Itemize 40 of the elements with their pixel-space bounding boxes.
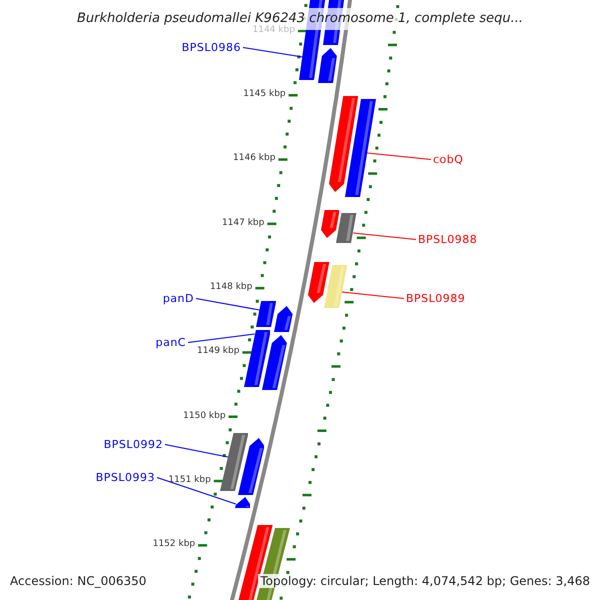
scale-label: 1150 kbp [183, 410, 226, 422]
gene-bar [244, 330, 270, 387]
gene-label: BPSL0988 [418, 233, 478, 246]
leader-line [352, 232, 416, 240]
gene-label: cobQ [433, 153, 464, 166]
gene-label: panD [162, 292, 194, 305]
leader-line [366, 152, 432, 160]
gene-bar [234, 497, 250, 508]
leader-line [156, 477, 236, 504]
gene-bar [274, 306, 293, 332]
gene-bar [220, 433, 248, 491]
leader-line [188, 334, 256, 343]
leader-line [342, 292, 404, 299]
gene-bar [336, 213, 357, 243]
gene-label: BPSL0992 [104, 438, 163, 451]
leader-line [196, 298, 260, 310]
leader-line [242, 47, 304, 58]
gene-bar [324, 265, 348, 308]
leader-line [164, 444, 228, 458]
gene-bar [238, 438, 264, 495]
gene-bar [344, 99, 376, 197]
gene-bar [308, 262, 330, 303]
gene-bar [262, 335, 287, 390]
gene-bar [318, 48, 337, 83]
gene-bar [256, 301, 276, 327]
scale-label: 1144 kbp [252, 24, 295, 36]
accession-text: Accession: NC_006350 [8, 574, 148, 588]
gene-label: BPSL0986 [182, 41, 241, 54]
scale-label: 1148 kbp [210, 282, 252, 293]
gene-label: BPSL0993 [96, 471, 155, 484]
scale-label: 1147 kbp [222, 218, 264, 229]
gene-bar [320, 210, 340, 238]
scale-label: 1149 kbp [197, 346, 240, 358]
scale-label: 1151 kbp [168, 474, 211, 486]
scale-label: 1145 kbp [243, 89, 286, 100]
gene-label: BPSL0989 [406, 292, 466, 305]
gene-bar [328, 96, 358, 192]
gene-label: panC [156, 336, 186, 349]
scale-label: 1146 kbp [233, 153, 276, 164]
scale-label: 1152 kbp [152, 539, 196, 550]
